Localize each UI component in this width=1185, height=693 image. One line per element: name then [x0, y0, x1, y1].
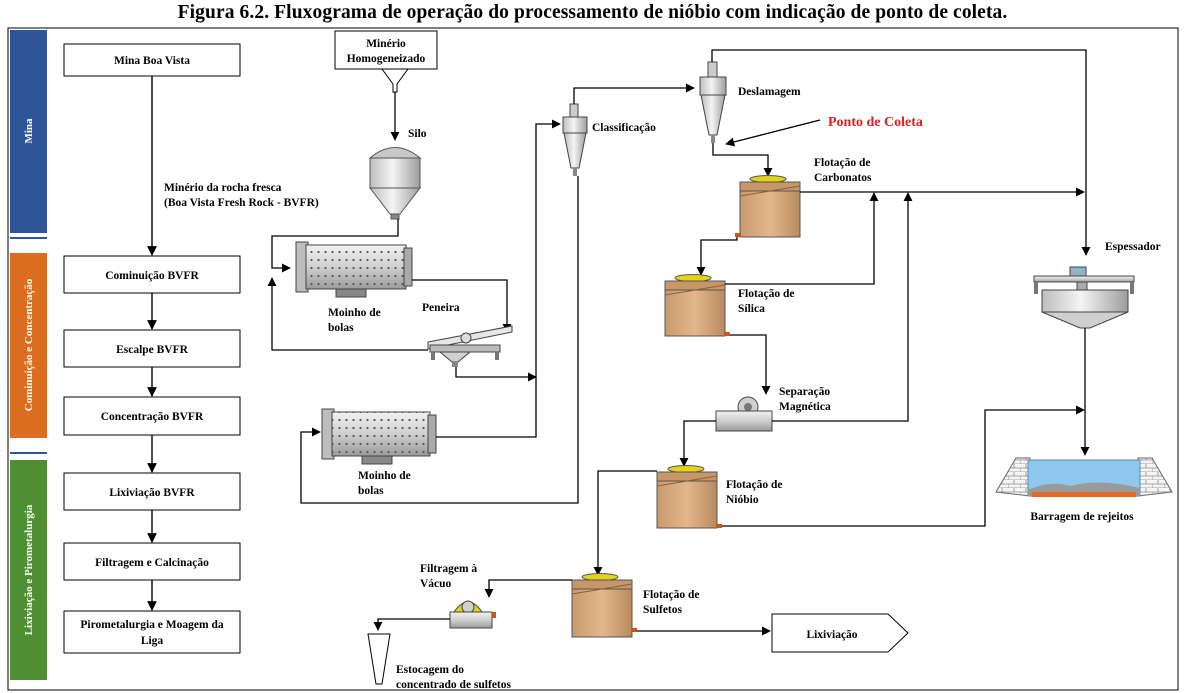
label-flot-sulf-2: Sulfetos [643, 604, 683, 616]
label-moinho-2: Moinho de [358, 470, 411, 482]
label-minerio-rocha: Minério da rocha fresca [164, 182, 282, 194]
feed-hopper [381, 68, 409, 93]
label-flot-sulf: Flotação de [643, 589, 700, 601]
label-flot-carb: Flotação de [814, 157, 871, 169]
box-escalpe [63, 329, 241, 368]
hydrocyclone-deslamagem [699, 61, 727, 143]
svg-text:Cominuição e Concentração: Cominuição e Concentração [23, 278, 35, 411]
flotation-cell-carbonatos [735, 175, 801, 238]
label-cominuicao: Cominuição BVFR [105, 270, 199, 282]
figure-frame [7, 27, 1179, 691]
tailings-dam [995, 457, 1173, 497]
label-pirometalurgia-2: Liga [141, 635, 164, 647]
label-pirometalurgia: Pirometalurgia e Moagem da [80, 619, 223, 631]
ball-mill-1 [295, 241, 413, 298]
stage-bar-lixiviacao: Lixiviação e Pirometalurgia [10, 460, 47, 680]
label-lixiviacao: Lixiviação BVFR [109, 487, 195, 499]
sampling-point-arrow [725, 119, 821, 147]
vibrating-screen [427, 325, 513, 367]
box-cominuicao [63, 255, 241, 294]
label-sep-mag: Separação [779, 386, 830, 398]
flotation-cell-silica [664, 274, 730, 337]
label-sep-mag-2: Magnética [779, 401, 831, 413]
label-classificacao: Classificação [592, 122, 656, 134]
box-lixiviacao [63, 472, 241, 511]
svg-text:Lixiviação e Pirometalurgia: Lixiviação e Pirometalurgia [23, 504, 35, 635]
ball-mill-2 [321, 408, 437, 465]
figure-title: Figura 6.2. Fluxograma de operação do pr… [177, 2, 1008, 23]
box-minerio-homogeneizado [334, 30, 438, 70]
hydrocyclone-classificacao [562, 103, 588, 176]
label-flot-silica: Flotação de [738, 288, 795, 300]
output-lixiviacao [771, 613, 909, 653]
label-filtragem-vacuo: Filtragem à [420, 563, 477, 575]
label-moinho-1: Moinho de [328, 307, 381, 319]
stage-bar-cominuicao: Cominuição e Concentração [10, 253, 47, 438]
label-flot-niobio-2: Nióbio [726, 494, 759, 506]
label-deslamagem: Deslamagem [738, 86, 801, 98]
label-filtragem: Filtragem e Calcinação [95, 557, 209, 569]
box-concentracao [63, 396, 241, 436]
vacuum-filter [449, 600, 496, 629]
label-minerio-homog: Minério [366, 38, 406, 50]
box-mina-boa-vista [63, 43, 241, 77]
box-filtragem [63, 542, 241, 581]
label-flot-silica-2: Sílica [738, 303, 765, 315]
label-silo: Silo [408, 128, 427, 140]
silo [368, 147, 422, 220]
label-minerio-rocha-2: (Boa Vista Fresh Rock - BVFR) [164, 197, 319, 209]
label-escalpe: Escalpe BVFR [116, 344, 189, 356]
label-flot-niobio: Flotação de [726, 479, 783, 491]
label-minerio-homog-2: Homogeneizado [347, 53, 426, 65]
label-concentracao: Concentração BVFR [101, 411, 204, 423]
label-lixiviacao-out: Lixiviação [806, 629, 857, 641]
flotation-cell-sulfetos [571, 573, 637, 638]
label-flot-carb-2: Carbonatos [814, 172, 872, 184]
thickener-espessador [1033, 266, 1135, 329]
label-filtragem-vacuo-2: Vácuo [420, 578, 452, 590]
label-estocagem: Estocagem do [396, 664, 464, 676]
label-ponto-coleta: Ponto de Coleta [828, 115, 923, 130]
label-estocagem-2: concentrado de sulfetos [396, 679, 512, 691]
storage-cone [367, 633, 391, 685]
box-pirometalurgia [63, 610, 241, 654]
stage-bar-mina: Mina [10, 30, 47, 233]
label-mina-boa-vista: Mina Boa Vista [114, 55, 190, 67]
svg-text:Mina: Mina [23, 118, 35, 144]
magnetic-separator [715, 396, 773, 432]
flotation-cell-niobio [656, 465, 722, 529]
label-barragem: Barragem de rejeitos [1030, 511, 1134, 523]
label-moinho-1-2: bolas [328, 322, 354, 334]
label-peneira: Peneira [422, 302, 460, 314]
label-moinho-2-2: bolas [358, 485, 384, 497]
label-espessador: Espessador [1105, 241, 1161, 253]
